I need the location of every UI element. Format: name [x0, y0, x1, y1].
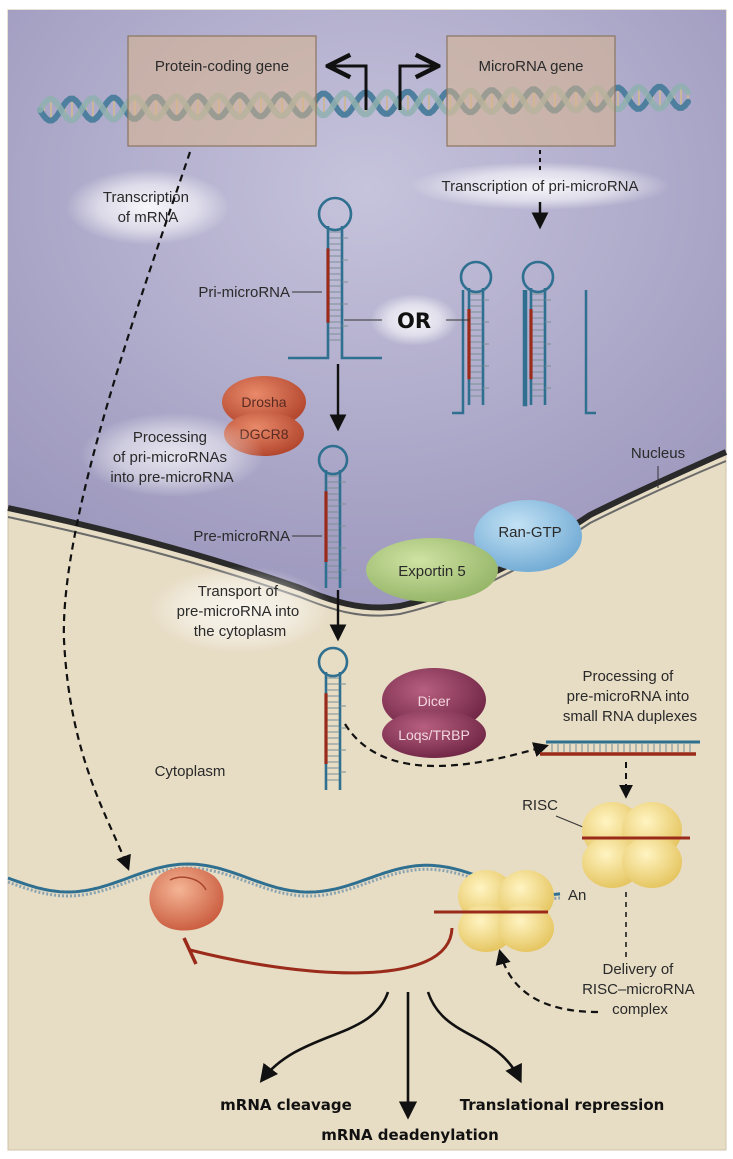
protein-coding-gene-label: Protein-coding gene	[155, 58, 289, 75]
processing-pre-label: Processing of pre-microRNA into small RN…	[563, 668, 697, 725]
mrna-deadenylation-label: mRNA deadenylation	[321, 1126, 499, 1144]
microrna-gene-label: MicroRNA gene	[478, 58, 583, 75]
mrna-cleavage-label: mRNA cleavage	[220, 1096, 352, 1114]
poly-a-tail-label: An	[568, 887, 586, 904]
risc-label: RISC	[522, 797, 558, 814]
translational-repression-label: Translational repression	[460, 1096, 665, 1114]
nucleus-label: Nucleus	[631, 445, 685, 462]
cytoplasm-label: Cytoplasm	[155, 763, 226, 780]
loqs-trbp-label: Loqs/TRBP	[398, 727, 470, 743]
drosha-label: Drosha	[241, 394, 286, 410]
pri-microrna-label: Pri-microRNA	[198, 284, 290, 301]
ribosome	[149, 867, 223, 930]
transcription-pri-microrna-label: Transcription of pri-microRNA	[442, 178, 639, 195]
or-label: OR	[397, 309, 431, 333]
risc-complex	[582, 802, 690, 888]
exportin-5-protein: Exportin 5	[366, 538, 498, 602]
microrna-gene-box: MicroRNA gene	[447, 36, 615, 146]
ran-gtp-label: Ran-GTP	[498, 524, 561, 541]
protein-coding-gene-box: Protein-coding gene	[128, 36, 316, 146]
dicer-label: Dicer	[418, 693, 451, 709]
exportin-5-label: Exportin 5	[398, 563, 466, 580]
pre-microrna-label: Pre-microRNA	[193, 528, 290, 545]
loqs-trbp-protein: Loqs/TRBP	[382, 710, 486, 758]
